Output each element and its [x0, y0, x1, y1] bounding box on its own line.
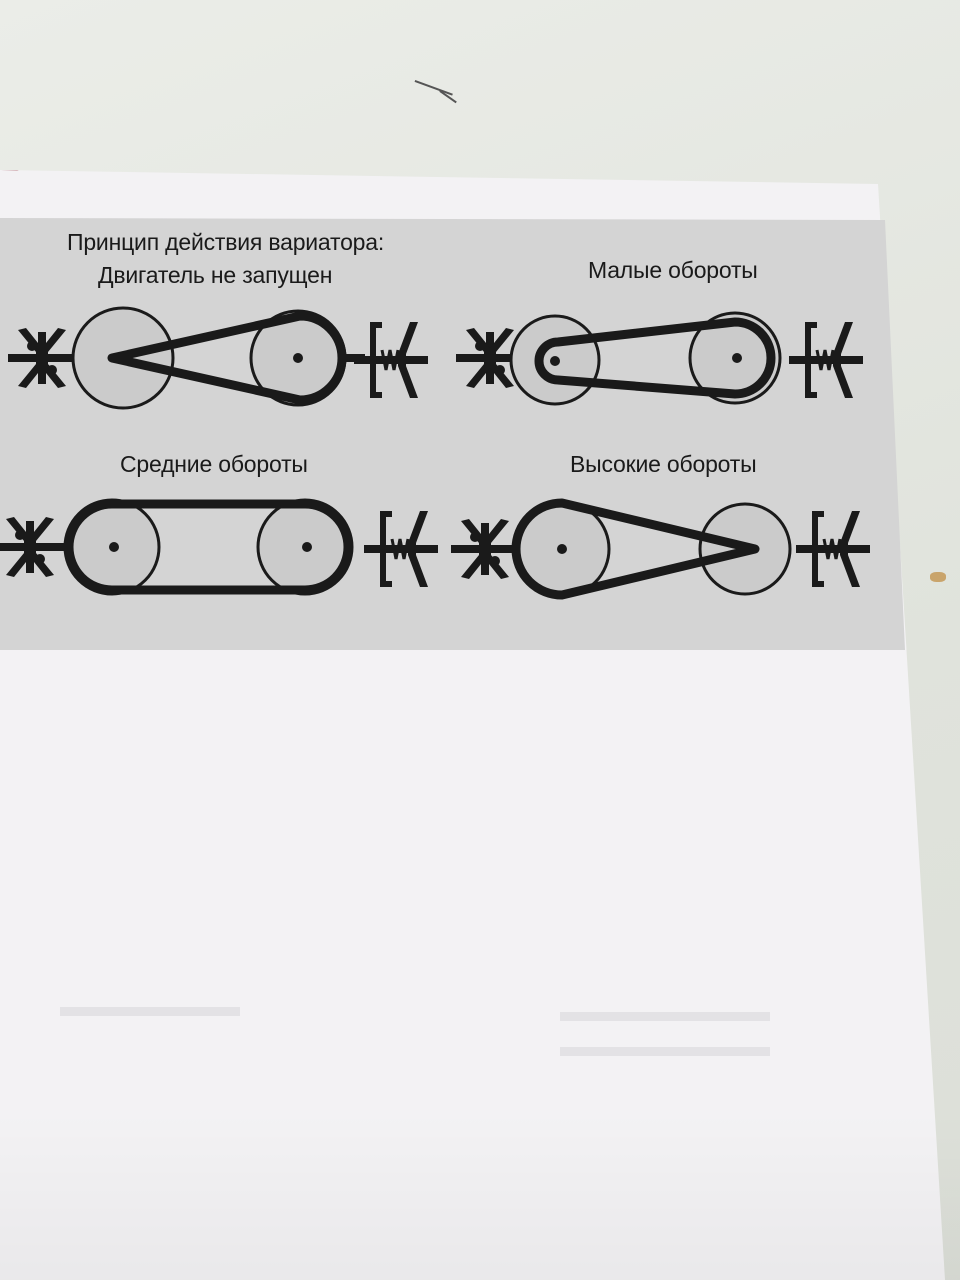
- state-label-low-rpm: Малые обороты: [588, 257, 758, 283]
- pulley-axle: [557, 544, 567, 554]
- drive-pulley-icon: [451, 519, 519, 579]
- drive-belt: [107, 311, 347, 405]
- driven-pulley-icon: [794, 509, 872, 589]
- diagram-title: Принцип действия вариатора:: [67, 229, 385, 255]
- drive-belt: [534, 317, 776, 399]
- driven-pulley-icon: [362, 509, 440, 589]
- desk-crumb: [930, 572, 946, 582]
- drive-pulley-icon: [0, 517, 64, 577]
- state-label-engine-off: Двигатель не запущен: [98, 262, 333, 288]
- pulley-axle: [109, 542, 119, 552]
- diagram-engine-off: [8, 306, 430, 410]
- pulley-axle: [293, 353, 303, 363]
- diagram-medium-rpm: [0, 498, 440, 596]
- show-through-smudge: ▬▬▬▬▬▬: [60, 990, 240, 1023]
- driven-pulley-icon: [352, 320, 430, 400]
- pulley-axle: [550, 356, 560, 366]
- show-through-smudge: ▬▬▬▬▬▬▬: [560, 995, 770, 1028]
- driven-pulley-icon: [787, 320, 865, 400]
- state-label-high-rpm: Высокие обороты: [570, 451, 757, 477]
- diagram-low-rpm: [456, 311, 865, 406]
- paper-shadow: [0, 1110, 960, 1280]
- pulley-axle: [732, 353, 742, 363]
- drive-belt: [511, 498, 760, 600]
- drive-pulley-icon: [8, 328, 76, 388]
- show-through-smudge: ▬▬▬▬▬▬▬: [560, 1030, 770, 1063]
- pulley-axle: [302, 542, 312, 552]
- drive-belt: [64, 499, 353, 595]
- diagram-high-rpm: [451, 498, 872, 600]
- state-label-medium-rpm: Средние обороты: [120, 451, 308, 477]
